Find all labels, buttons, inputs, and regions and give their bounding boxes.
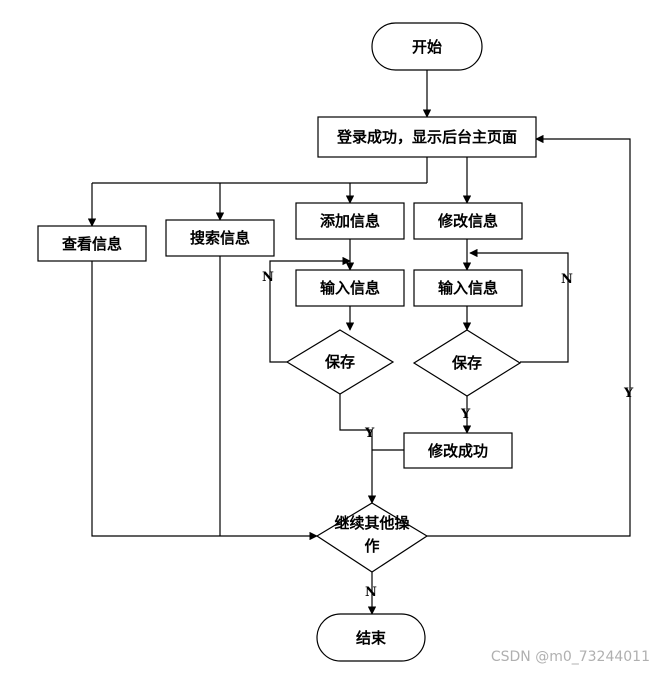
- edit-success-label: 修改成功: [427, 442, 488, 460]
- label-n-edit: N: [561, 272, 573, 287]
- start-node: 开始: [371, 22, 483, 71]
- continue-decision: 继续其他操 作: [315, 502, 429, 573]
- search-label: 搜索信息: [190, 229, 250, 247]
- login-label: 登录成功，显示后台主页面: [336, 128, 517, 146]
- start-label: 开始: [412, 38, 442, 56]
- edge-add-save-no-loop: [269, 256, 351, 363]
- label-n-end: N: [365, 585, 377, 600]
- edge-add-save-yes: [339, 394, 372, 431]
- edit-label: 修改信息: [437, 212, 498, 230]
- edges: [87, 70, 631, 615]
- view-label: 查看信息: [62, 235, 122, 253]
- continue-label-line2: 作: [364, 537, 379, 555]
- view-node: 查看信息: [37, 225, 147, 262]
- add-node: 添加信息: [295, 202, 405, 240]
- label-n-add: N: [262, 270, 274, 285]
- edit-node: 修改信息: [413, 202, 523, 240]
- add-label: 添加信息: [320, 212, 380, 230]
- search-node: 搜索信息: [165, 219, 275, 257]
- input-edit-label: 输入信息: [438, 279, 498, 297]
- edge-continue-yes-loop: [427, 134, 631, 537]
- end-node: 结束: [316, 613, 426, 662]
- input-add-label: 输入信息: [320, 279, 380, 297]
- save-add-label: 保存: [324, 353, 355, 371]
- save-edit-decision: 保存: [412, 329, 522, 397]
- edit-success-node: 修改成功: [403, 432, 513, 469]
- label-y-loop: Y: [623, 386, 634, 401]
- continue-label-line1: 继续其他操: [334, 514, 410, 532]
- input-edit-node: 输入信息: [413, 269, 523, 307]
- edge-view-continue: [91, 261, 318, 541]
- watermark: CSDN @m0_73244011: [491, 649, 650, 665]
- label-y-add: Y: [364, 426, 375, 441]
- save-edit-label: 保存: [451, 354, 482, 372]
- label-y-edit: Y: [460, 407, 471, 422]
- end-label: 结束: [356, 629, 387, 647]
- input-add-node: 输入信息: [295, 269, 405, 307]
- save-add-decision: 保存: [285, 329, 395, 395]
- login-node: 登录成功，显示后台主页面: [317, 116, 537, 158]
- edge-edit-save-no-loop: [469, 248, 569, 363]
